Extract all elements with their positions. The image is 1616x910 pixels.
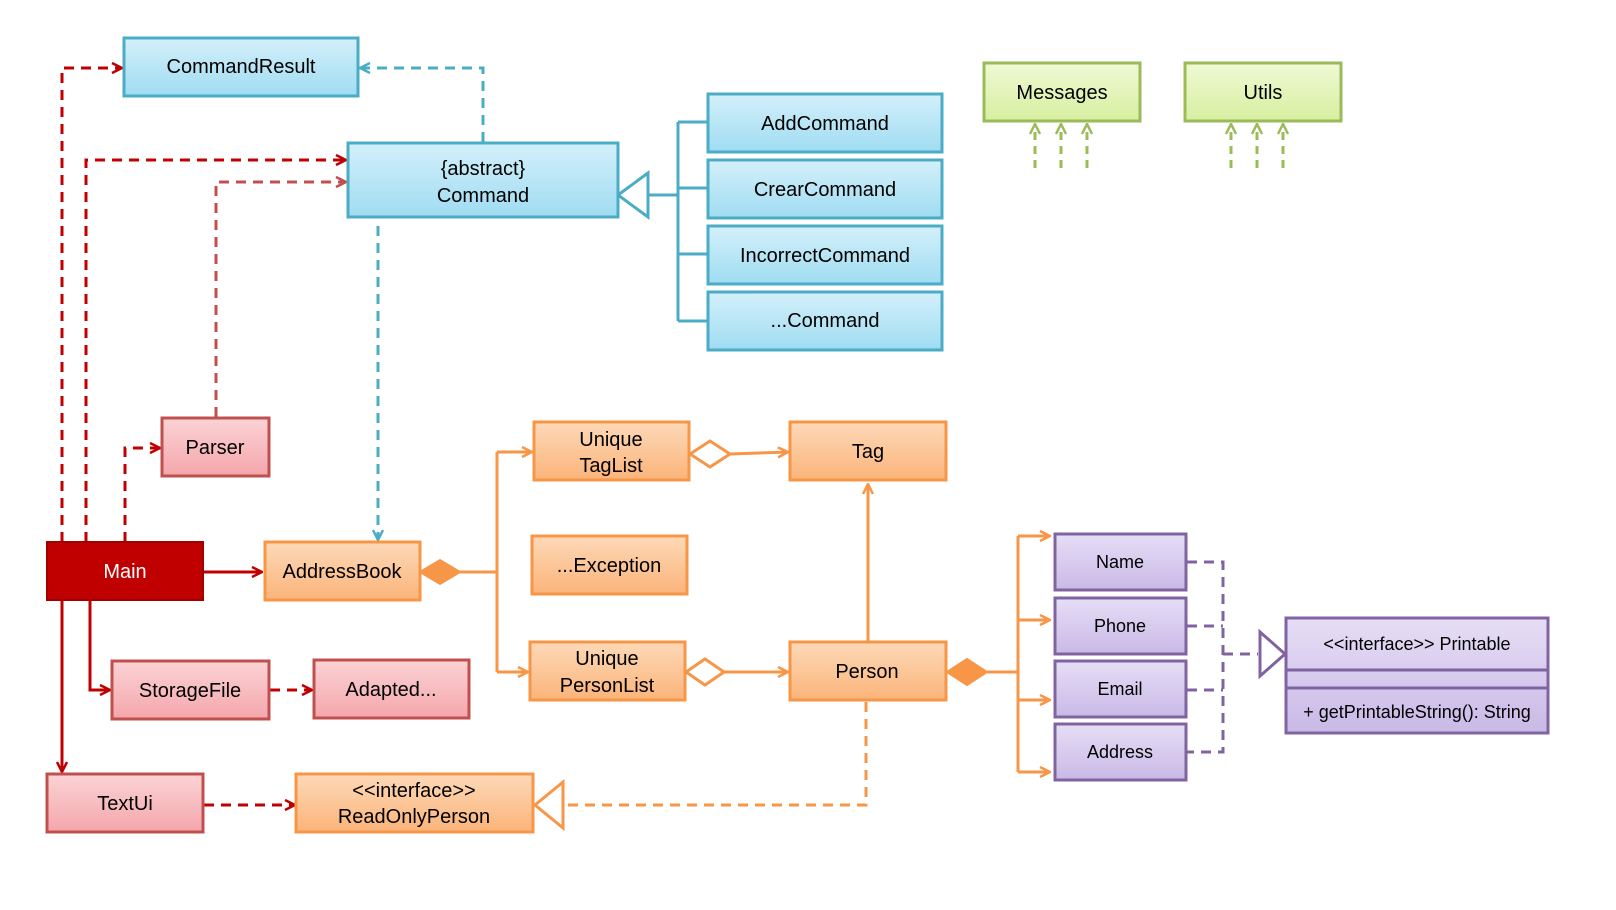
addressbook-composition-diamond [418, 558, 462, 586]
email-class: Email [1053, 659, 1188, 719]
incorrectcommand-class: IncorrectCommand [706, 224, 944, 286]
tag-class: Tag [788, 420, 948, 482]
commandresult-label: CommandResult [167, 56, 316, 78]
uniquetaglist-label-line1: Unique [579, 429, 642, 451]
command-class: {abstract} Command [346, 141, 620, 219]
storagefile-class: StorageFile [110, 659, 271, 721]
exception-class: ...Exception [530, 534, 689, 596]
person-label: Person [835, 661, 898, 683]
messages-incoming-arrows [1035, 124, 1087, 168]
readonlyperson-stereotype-label: <<interface>> [352, 780, 475, 802]
addressbook-label: AddressBook [283, 561, 403, 583]
connectors [60, 68, 1288, 832]
uniquepersonlist-label-line2: PersonList [560, 675, 655, 697]
address-label: Address [1087, 742, 1153, 762]
addressbook-composition-lines [460, 450, 532, 674]
person-composition-lines [987, 536, 1020, 772]
utils-class: Utils [1183, 61, 1343, 123]
main-to-parser-dependency [123, 448, 160, 542]
main-to-commandresult-dependency [60, 68, 122, 542]
addressbook-class: AddressBook [263, 540, 422, 602]
textui-class: TextUi [45, 772, 205, 834]
utils-incoming-arrows [1231, 124, 1283, 168]
crearcommand-label: CrearCommand [754, 179, 896, 201]
command-stereotype-label: {abstract} [441, 158, 526, 180]
printable-method-label: + getPrintableString(): String [1303, 702, 1531, 722]
messages-label: Messages [1016, 82, 1107, 104]
readonlyperson-label: ReadOnlyPerson [338, 806, 490, 828]
commandresult-class: CommandResult [122, 36, 360, 98]
readonlyperson-realization-triangle [532, 778, 565, 832]
uniquetaglist-aggregation-diamond [687, 439, 733, 469]
printable-interface: <<interface>> Printable + getPrintableSt… [1284, 616, 1550, 735]
email-label: Email [1097, 679, 1142, 699]
main-to-command-dependency [84, 160, 346, 542]
uniquetaglist-class: Unique TagList [532, 420, 691, 482]
crearcommand-class: CrearCommand [706, 158, 944, 220]
phone-class: Phone [1053, 596, 1188, 656]
uniquepersonlist-class: Unique PersonList [528, 640, 687, 702]
command-generalization-triangle [615, 170, 650, 220]
uniquetaglist-label-line2: TagList [579, 455, 643, 477]
printable-realization-triangle [1258, 628, 1288, 680]
person-to-readonlyperson-realization [565, 702, 868, 807]
fields-to-printable-realization [1187, 560, 1258, 754]
tag-label: Tag [852, 441, 884, 463]
parser-label: Parser [186, 437, 245, 459]
exception-label: ...Exception [557, 555, 662, 577]
name-class: Name [1053, 532, 1188, 592]
addcommand-label: AddCommand [761, 113, 889, 135]
main-to-storagefile-association [88, 600, 110, 690]
adapted-class: Adapted... [312, 658, 471, 720]
textui-label: TextUi [97, 793, 153, 815]
readonlyperson-interface: <<interface>> ReadOnlyPerson [294, 772, 535, 834]
uniquepersonlist-label-line1: Unique [575, 648, 638, 670]
uniquepersonlist-aggregation-diamond [683, 657, 727, 687]
command-label: Command [437, 185, 529, 207]
person-class: Person [788, 640, 948, 702]
parser-class: Parser [160, 416, 271, 478]
parser-to-command-dependency [214, 182, 346, 417]
addcommand-class: AddCommand [706, 92, 944, 154]
main-class: Main [46, 541, 204, 601]
person-composition-diamond [945, 657, 989, 687]
utils-label: Utils [1244, 82, 1283, 104]
address-class: Address [1053, 722, 1188, 782]
uniquetaglist-to-tag-line [729, 452, 788, 454]
messages-class: Messages [982, 61, 1142, 123]
command-inheritance-tree [648, 120, 708, 323]
adapted-label: Adapted... [345, 679, 436, 701]
storagefile-label: StorageFile [139, 680, 241, 702]
more-command-label: ...Command [771, 310, 880, 332]
incorrectcommand-label: IncorrectCommand [740, 245, 910, 267]
printable-header-label: <<interface>> Printable [1323, 634, 1510, 654]
main-label: Main [103, 561, 146, 583]
phone-label: Phone [1094, 616, 1146, 636]
more-command-class: ...Command [706, 290, 944, 352]
name-label: Name [1096, 552, 1144, 572]
command-to-commandresult-dependency [360, 68, 485, 142]
